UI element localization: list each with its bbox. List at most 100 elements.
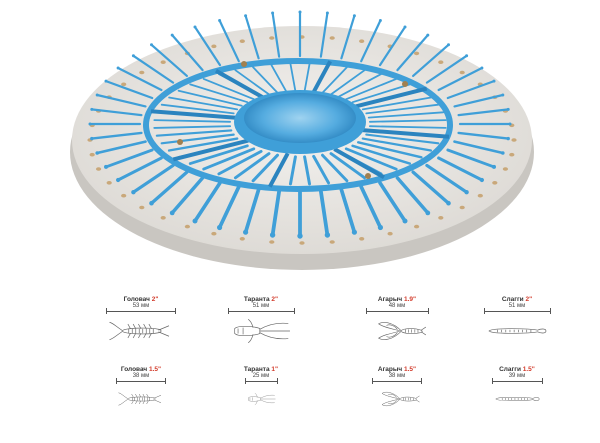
bait-name: Агарыч (377, 296, 403, 303)
bait-size: 1.9" (404, 296, 417, 303)
ring-spoke (215, 68, 267, 101)
ring-spoke (351, 86, 428, 110)
plate-hole (459, 205, 465, 210)
bait-size: 1.5" (522, 366, 535, 373)
outer-bait-cavity (243, 187, 261, 235)
cavity-tip (170, 33, 174, 37)
outer-bait-cavity (104, 148, 154, 169)
cavity-tip (131, 190, 136, 195)
inner-bait-cavity (330, 69, 366, 96)
inner-bait-cavity (289, 63, 297, 92)
outer-bait-cavity (318, 189, 330, 237)
cavity-tip (377, 224, 383, 231)
inner-bait-cavity (252, 66, 279, 94)
outer-bait-cavity (217, 184, 241, 230)
cavity-tip (403, 25, 407, 29)
outer-bait-cavity (104, 79, 154, 100)
bait-size: 2" (151, 296, 159, 303)
slug-bait-drawing (488, 328, 546, 334)
cavity-tip (88, 122, 92, 126)
inner-bait-cavity (177, 89, 243, 107)
bait-size: 1" (271, 366, 279, 373)
bait-spec-agaric: Агарыч 1.9"48 мм (332, 296, 462, 348)
outer-bait-cavity (193, 25, 222, 67)
hellgrammite-bait-drawing (109, 321, 170, 341)
outer-bait-cavity (319, 11, 329, 58)
outer-bait-cavity (90, 108, 143, 117)
inner-bait-cavity (303, 155, 311, 186)
outer-bait-cavity (437, 156, 484, 182)
inner-bait-cavity (202, 147, 256, 171)
inner-bait-cavity (270, 64, 288, 93)
plate-hole (106, 181, 112, 185)
inner-bait-cavity (344, 147, 398, 171)
cavity-tip (402, 218, 408, 224)
cavity-tip (378, 19, 382, 22)
outer-bait-cavity (395, 176, 430, 215)
outer-bait-cavity (116, 66, 163, 92)
inner-bait-cavity (289, 155, 297, 186)
outer-bait-cavity (425, 163, 469, 194)
bait-spec-slug: Слагги 1.5"39 мм (452, 366, 582, 414)
inner-bait-cavity (321, 153, 349, 183)
plate-hole (438, 60, 444, 64)
outer-bait-cavity (96, 93, 147, 108)
dimension-line: 53 мм (106, 303, 176, 314)
outer-bait-cavity (218, 19, 240, 63)
outer-bait-cavity (339, 187, 357, 235)
bait-spec-tarantula: Таранта 1"25 мм (196, 366, 326, 414)
alignment-pins (177, 61, 408, 179)
plate-hole (414, 224, 420, 229)
outer-bait-cavity (170, 176, 205, 215)
cavity-tip (506, 136, 510, 141)
inner-bait-cavity (251, 153, 279, 183)
cavity-tip (465, 54, 469, 58)
cavity-tip (324, 232, 331, 238)
bait-name: Головач (120, 366, 148, 373)
plate-hole (239, 39, 245, 43)
outer-bait-cavity (457, 108, 510, 117)
outer-bait-cavity (271, 11, 281, 58)
plate-hole (477, 193, 483, 198)
dimension-line: 51 мм (227, 303, 295, 314)
inner-bait-cavity (361, 137, 432, 152)
bait-spec-slug: Слагги 2"51 мм (452, 296, 582, 348)
cavity-tip (243, 229, 249, 235)
inner-bait-cavity (368, 125, 447, 129)
outer-bait-cavity (171, 33, 204, 72)
inner-bait-cavity (303, 63, 311, 92)
inner-bait-cavity (188, 144, 249, 165)
dimension-line: 25 мм (244, 373, 278, 384)
plate-hole (160, 60, 166, 64)
cavity-tip (352, 14, 356, 18)
slug-bait-drawing (494, 396, 539, 402)
plate-hole (121, 193, 127, 198)
bait-length: 51 мм (252, 303, 270, 309)
plate-hole (239, 237, 245, 241)
cavity-tip (446, 200, 451, 206)
pour-bowl (244, 93, 356, 143)
plate-hole (211, 44, 217, 49)
plate-hole (329, 240, 335, 244)
ring-spoke (172, 138, 249, 162)
dimension-line: 39 мм (491, 373, 543, 384)
cavity-tip (501, 93, 505, 97)
plate-hole (160, 216, 166, 220)
bait-name: Слагги (501, 296, 524, 303)
plate-hole (414, 51, 420, 56)
cavity-tip (297, 233, 303, 239)
dimension-line: 51 мм (483, 303, 551, 314)
cavity-tip (95, 151, 99, 155)
bait-name: Агарыч (377, 366, 403, 373)
bait-cavities (88, 10, 512, 239)
bait-name: Головач (123, 296, 150, 303)
outer-bait-cavity (378, 181, 407, 223)
ring-spoke (310, 60, 332, 96)
cavity-tip (104, 79, 108, 83)
inner-bait-cavity (357, 141, 423, 159)
cavity-tip (492, 164, 496, 169)
cavity-tip (492, 79, 496, 83)
outer-bait-cavity (244, 14, 260, 60)
cavity-tip (426, 33, 430, 37)
outer-bait-cavity (446, 79, 496, 100)
